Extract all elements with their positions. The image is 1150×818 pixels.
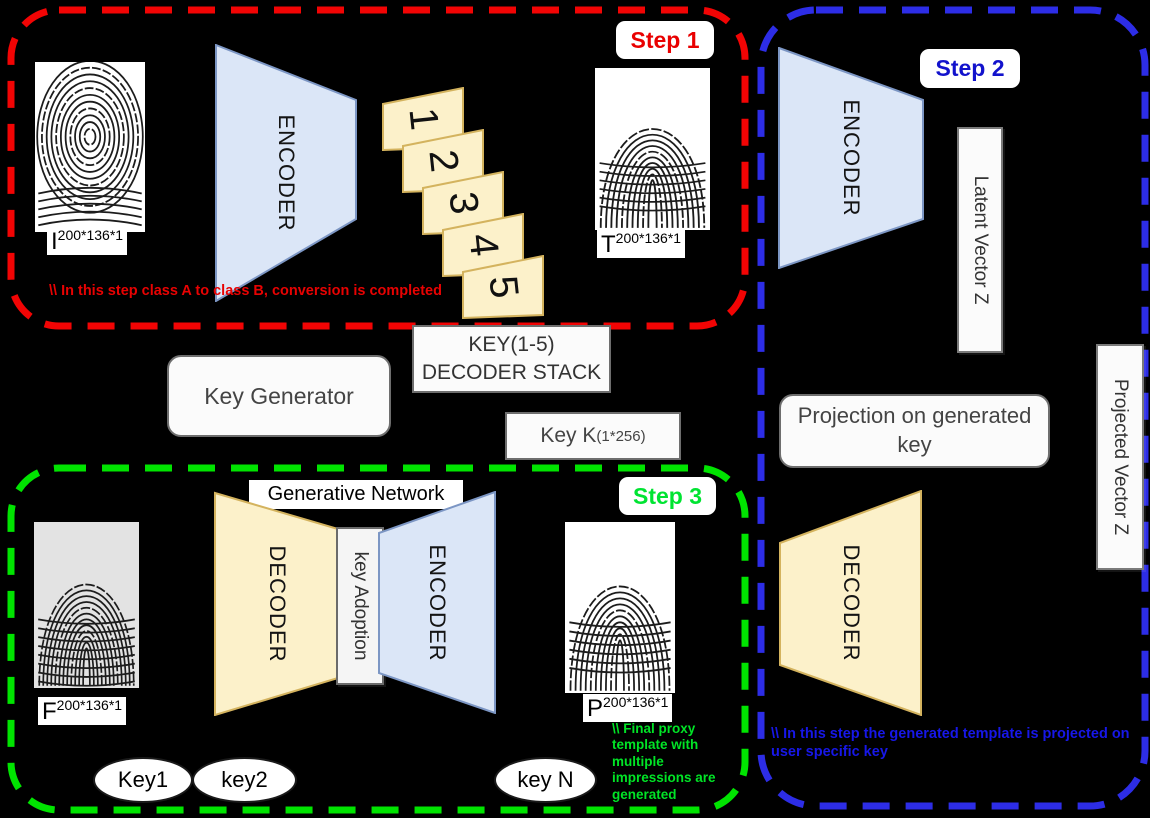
step3-encoder: ENCODER [378, 491, 496, 714]
fingerprint-f-label: F200*136*1 [38, 697, 127, 726]
f-label-base: F [42, 698, 57, 725]
fingerprint-input-label: I200*136*1 [47, 227, 128, 256]
latent-vector-label: Latent Vector Z [970, 175, 991, 305]
generative-network-label: Generative Network [249, 480, 463, 509]
key-card-5-number: 5 [480, 273, 527, 301]
key1-ellipse: Key1 [93, 757, 193, 803]
step3-badge: Step 3 [619, 477, 716, 515]
step3-decoder-label: DECODER [264, 544, 290, 663]
step2-decoder: DECODER [779, 490, 922, 716]
fingerprint-proxy-label: P200*136*1 [583, 694, 673, 723]
key-generator-box: Key Generator [167, 355, 391, 437]
projected-vector-label: Projected Vector Z [1110, 378, 1131, 536]
step3-decoder: DECODER [214, 491, 339, 716]
step1-note: \\ In this step class A to class B, conv… [49, 283, 442, 299]
key-k-sup: (1*256) [596, 427, 646, 445]
f-label-sup: 200*136*1 [56, 697, 123, 713]
step1-badge: Step 1 [616, 21, 714, 59]
step2-encoder-label: ENCODER [839, 99, 864, 217]
step3-encoder-label: ENCODER [425, 543, 450, 662]
fingerprint-template-label: T200*136*1 [597, 230, 686, 259]
step2-decoder-label: DECODER [838, 544, 864, 662]
key-k-box: Key K(1*256) [505, 412, 681, 460]
decoder-stack-line2: DECODER STACK [421, 361, 602, 384]
fingerprint-template-image [595, 68, 710, 230]
projected-vector-box: Projected Vector Z [1096, 344, 1144, 570]
fingerprint-proxy-image [565, 522, 675, 693]
template-label-sup: 200*136*1 [615, 230, 682, 246]
step2-badge: Step 2 [920, 49, 1020, 88]
decoder-stack-line1: KEY(1-5) [468, 332, 555, 356]
step1-encoder: ENCODER [215, 44, 357, 302]
proxy-label-sup: 200*136*1 [603, 694, 669, 710]
key2-ellipse: key2 [192, 757, 297, 803]
key-adoption-label: key Adoption [350, 551, 371, 661]
fingerprint-f-image [34, 522, 139, 688]
input-label-sup: 200*136*1 [57, 227, 124, 243]
step2-note: \\ In this step the generated template i… [771, 726, 1130, 760]
latent-vector-box: Latent Vector Z [957, 127, 1003, 353]
input-label-base: I [51, 228, 58, 255]
step2-encoder: ENCODER [778, 47, 924, 269]
step1-encoder-label: ENCODER [274, 114, 299, 232]
step3-note: \\ Final proxy template with multiple im… [612, 721, 716, 802]
template-label-base: T [601, 231, 616, 258]
key-card-5: 5 [462, 255, 544, 319]
proxy-label-base: P [587, 695, 604, 722]
key-adoption-box: key Adoption [336, 527, 384, 685]
projection-box: Projection on generated key [779, 394, 1050, 468]
fingerprint-input-image [35, 62, 145, 232]
key-k-base: Key K [540, 424, 597, 447]
keyn-ellipse: key N [494, 757, 597, 803]
decoder-stack-box: KEY(1-5) DECODER STACK [412, 325, 611, 393]
